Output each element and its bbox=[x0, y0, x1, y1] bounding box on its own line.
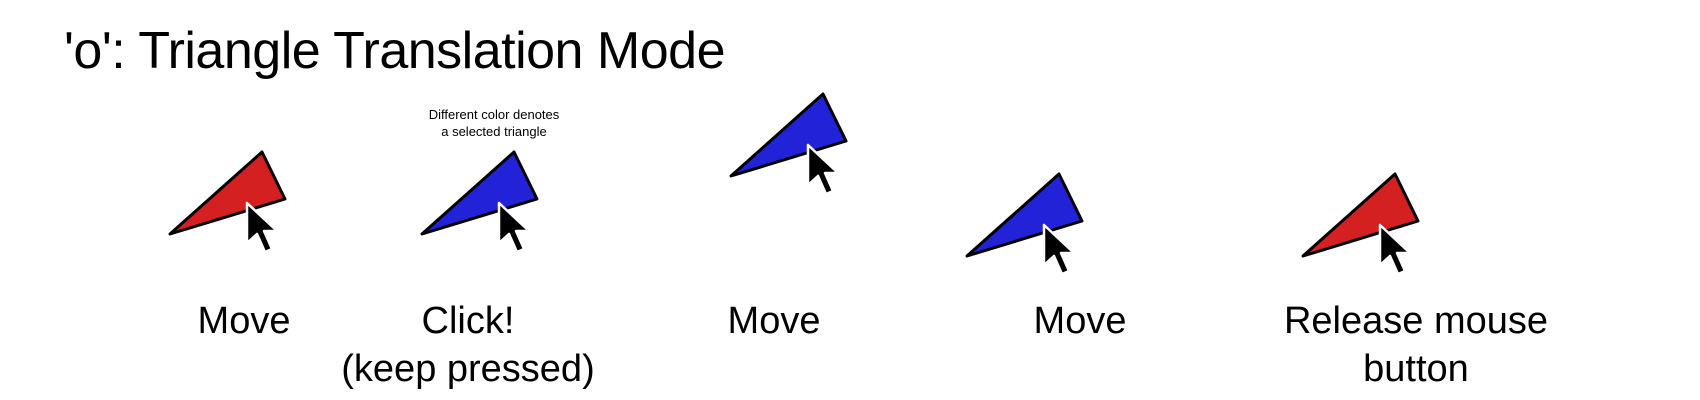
selection-note-line-2: a selected triangle bbox=[441, 124, 547, 139]
cursor-arrow-icon bbox=[497, 201, 531, 254]
step-5-label: Release mouse button bbox=[1284, 297, 1548, 393]
triangle-step-2 bbox=[420, 150, 539, 236]
step-5-label-line-1: Release mouse bbox=[1283, 300, 1549, 342]
selection-note: Different color denotes a selected trian… bbox=[429, 106, 560, 140]
cursor-arrow-icon bbox=[1042, 223, 1076, 276]
triangle-step-3 bbox=[729, 92, 848, 178]
cursor-arrow-icon bbox=[245, 201, 279, 254]
step-2-label-line-1: Click! bbox=[421, 300, 515, 342]
step-1-figure bbox=[168, 150, 287, 254]
step-2-label-line-2: (keep pressed) bbox=[341, 348, 595, 390]
step-2-label: Click! (keep pressed) bbox=[341, 297, 594, 393]
selection-note-line-1: Different color denotes bbox=[428, 107, 560, 122]
triangle-step-4 bbox=[965, 172, 1084, 258]
cursor-arrow-icon bbox=[806, 143, 840, 196]
cursor-arrow-icon bbox=[1378, 223, 1412, 276]
step-4-figure bbox=[965, 172, 1084, 276]
step-4-label: Move bbox=[1034, 297, 1127, 345]
step-3-label-line-1: Move bbox=[727, 300, 821, 342]
step-1-label-line-1: Move bbox=[197, 300, 291, 342]
step-4-label-line-1: Move bbox=[1033, 300, 1127, 342]
triangle-step-5 bbox=[1301, 172, 1420, 258]
step-3-label: Move bbox=[728, 297, 821, 345]
step-1-label: Move bbox=[198, 297, 291, 345]
step-5-figure bbox=[1301, 172, 1420, 276]
step-2-figure bbox=[420, 150, 539, 254]
diagram-title: 'o': Triangle Translation Mode bbox=[64, 22, 726, 80]
triangle-step-1 bbox=[168, 150, 287, 236]
step-5-label-line-2: button bbox=[1363, 348, 1469, 390]
step-3-figure bbox=[729, 92, 848, 196]
